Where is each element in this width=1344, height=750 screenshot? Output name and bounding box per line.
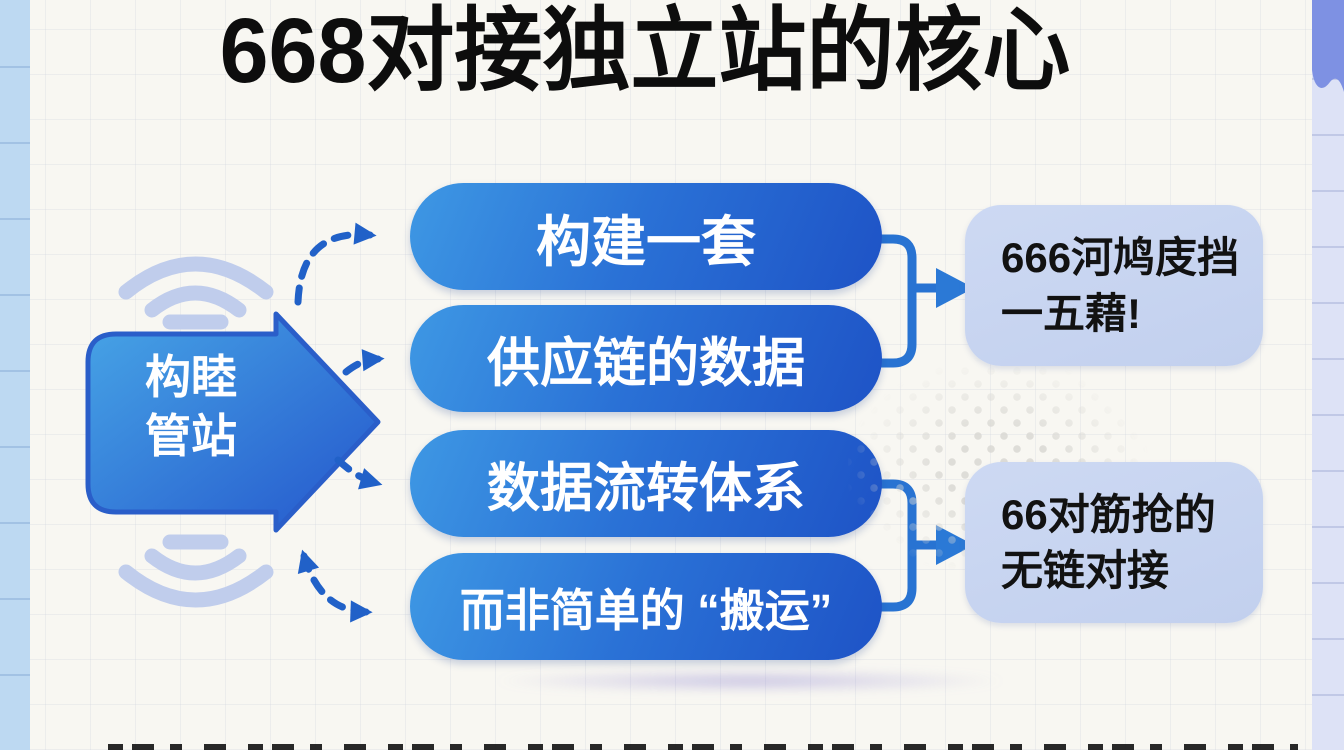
signal-waves-bottom-icon bbox=[118, 534, 274, 608]
result-box-2: 66对筋抢的 无链对接 bbox=[965, 462, 1263, 623]
dashed-connector-pill-3 bbox=[334, 456, 383, 490]
dashed-connector-pill-4 bbox=[297, 549, 373, 623]
source-node-line-2: 管站 bbox=[145, 409, 237, 462]
pill-node-4: 而非简单的 “搬运” bbox=[410, 553, 882, 660]
pill-node-2: 供应链的数据 bbox=[410, 305, 882, 412]
result-box-1: 666河鸠庋挡 一五藉! bbox=[965, 205, 1263, 366]
result-box-2-line-1: 66对筋抢的 bbox=[1001, 491, 1216, 538]
result-box-2-line-2: 无链对接 bbox=[1001, 546, 1170, 594]
result-box-1-line-2: 一五藉! bbox=[1001, 289, 1141, 337]
shadow-smudge-decoration bbox=[490, 670, 1010, 692]
pill-node-3: 数据流转体系 bbox=[410, 430, 882, 537]
source-node-label: 构睦 管站 bbox=[96, 348, 286, 466]
left-edge-strip bbox=[0, 0, 30, 750]
dashed-connector-pill-2 bbox=[342, 349, 385, 376]
right-edge-strip bbox=[1312, 0, 1344, 750]
result-box-1-line-1: 666河鸠庋挡 bbox=[1001, 234, 1240, 281]
pill-node-1: 构建一套 bbox=[410, 183, 882, 290]
signal-waves-top-icon bbox=[118, 256, 274, 330]
corner-wave-decoration bbox=[1312, 0, 1344, 92]
page-title: 668对接独立站的核心 bbox=[219, 0, 1071, 102]
dashed-connector-pill-1 bbox=[294, 222, 377, 306]
source-node-line-1: 构睦 bbox=[145, 351, 237, 403]
bracket-connector-top bbox=[875, 234, 941, 368]
cut-off-text-row bbox=[108, 744, 1298, 750]
